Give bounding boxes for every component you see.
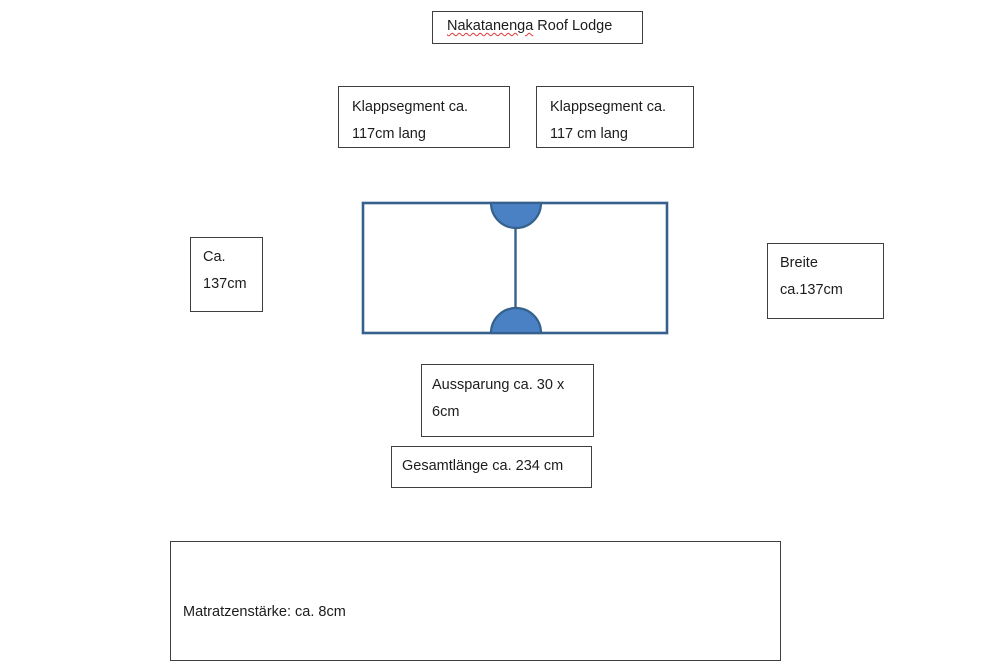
left-measurement-line1: Ca. (203, 249, 226, 265)
klappsegment-left-line1: Klappsegment ca. (352, 99, 469, 115)
right-measurement-line2: ca.137cm (780, 281, 843, 298)
mattress-diagram[interactable] (360, 190, 672, 342)
title-text-box[interactable]: Nakatanenga Roof Lodge (432, 11, 643, 44)
gesamtlaenge-line1: Gesamtlänge ca. 234 cm (402, 458, 564, 474)
title-misspelled-word: Nakatanenga (447, 18, 534, 34)
left-measurement-line2: 137cm (203, 275, 247, 292)
top-cutout-semicircle (489, 201, 543, 230)
aussparung-line2: 6cm (432, 403, 460, 420)
aussparung-line1: Aussparung ca. 30 x (432, 377, 565, 393)
klappsegment-right-line2: 117 cm lang (550, 125, 628, 142)
aussparung-text-box[interactable]: Aussparung ca. 30 x 6cm (421, 364, 594, 437)
klappsegment-left-text-box[interactable]: Klappsegment ca. 117cm lang (338, 86, 510, 148)
info-text-box[interactable]: Matratzenstärke: ca. 8cm Liegefläche in … (170, 541, 781, 661)
mattress-diagram-svg (361, 201, 669, 335)
bottom-cutout-semicircle (489, 306, 543, 335)
info-paragraph-1: Matratzenstärke: ca. 8cm (183, 603, 346, 620)
title-rest-text: Roof Lodge (533, 18, 613, 34)
klappsegment-right-text-box[interactable]: Klappsegment ca. 117 cm lang (536, 86, 694, 148)
gesamtlaenge-text-box[interactable]: Gesamtlänge ca. 234 cm (391, 446, 592, 488)
right-measurement-line1: Breite (780, 255, 818, 271)
klappsegment-right-line1: Klappsegment ca. (550, 99, 667, 115)
klappsegment-left-line2: 117cm lang (352, 125, 426, 142)
right-measurement-text-box[interactable]: Breite ca.137cm (767, 243, 884, 319)
left-measurement-text-box[interactable]: Ca. 137cm (190, 237, 263, 312)
